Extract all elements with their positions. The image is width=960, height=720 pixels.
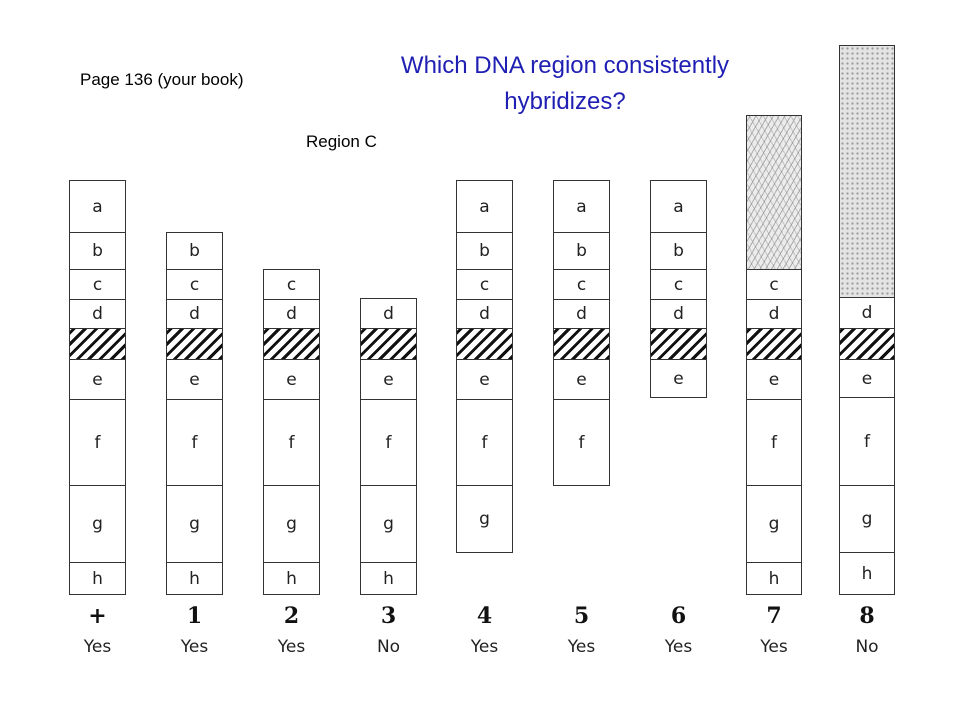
region-c: c (69, 270, 126, 300)
probe-hatched-region (456, 329, 513, 360)
column-label: 2 (283, 603, 300, 629)
hybridization-result: Yes (277, 637, 306, 657)
region-h: h (360, 563, 417, 595)
probe-hatched-region (263, 329, 320, 360)
region-g: g (839, 486, 895, 553)
region-g: g (69, 486, 126, 563)
hybridization-result: Yes (760, 637, 788, 657)
region-h: h (263, 563, 320, 595)
probe-hatched-region (650, 329, 707, 360)
region-h: h (746, 563, 802, 595)
inserted-region-block (746, 115, 802, 270)
column-label: + (88, 603, 107, 629)
region-h: h (69, 563, 126, 595)
probe-hatched-region (360, 329, 417, 360)
hybridization-result: Yes (180, 637, 209, 657)
region-b: b (69, 233, 126, 270)
probe-hatched-region (839, 329, 895, 360)
hybridization-result: No (376, 637, 401, 657)
region-g: g (456, 486, 513, 553)
region-d: d (553, 300, 610, 329)
probe-hatched-region (553, 329, 610, 360)
region-b: b (650, 233, 707, 270)
column-label: 4 (476, 603, 493, 629)
region-d: d (650, 300, 707, 329)
region-e: e (263, 360, 320, 400)
region-c: c (456, 270, 513, 300)
question-title: Which DNA region consistently hybridizes… (400, 52, 730, 115)
region-b: b (456, 233, 513, 270)
probe-hatched-region (166, 329, 223, 360)
region-e: e (69, 360, 126, 400)
column-label: 5 (573, 603, 590, 629)
column-label: 1 (186, 603, 203, 629)
region-g: g (263, 486, 320, 563)
region-f: f (69, 400, 126, 486)
region-c: c (746, 270, 802, 300)
region-f: f (263, 400, 320, 486)
region-c: c (650, 270, 707, 300)
column-label: 6 (670, 603, 687, 629)
region-c: c (166, 270, 223, 300)
region-f: f (456, 400, 513, 486)
hybridization-result: Yes (83, 637, 112, 657)
hybridization-result: No (855, 637, 879, 657)
region-f: f (839, 398, 895, 486)
region-f: f (746, 400, 802, 486)
hybridization-result: Yes (664, 637, 693, 657)
region-g: g (360, 486, 417, 563)
hybridization-result: Yes (567, 637, 596, 657)
region-e: e (746, 360, 802, 400)
region-a: a (650, 180, 707, 233)
region-f: f (553, 400, 610, 486)
region-c: c (263, 269, 320, 300)
region-a: a (69, 180, 126, 233)
region-e: e (456, 360, 513, 400)
region-f: f (360, 400, 417, 486)
column-label: 7 (766, 603, 782, 629)
region-d: d (263, 300, 320, 329)
region-a: a (456, 180, 513, 233)
region-e: e (360, 360, 417, 400)
region-d: d (746, 300, 802, 329)
region-d: d (839, 298, 895, 329)
region-e: e (553, 360, 610, 400)
region-c: c (553, 270, 610, 300)
region-e: e (839, 360, 895, 398)
hybridization-result: Yes (470, 637, 499, 657)
inserted-region-block (839, 45, 895, 298)
region-g: g (746, 486, 802, 563)
region-h: h (839, 553, 895, 595)
region-d: d (360, 298, 417, 329)
region-e: e (166, 360, 223, 400)
region-d: d (166, 300, 223, 329)
page-reference: Page 136 (your book) (80, 70, 244, 89)
answer-label: Region C (306, 132, 377, 151)
region-d: d (69, 300, 126, 329)
region-a: a (553, 180, 610, 233)
region-b: b (166, 232, 223, 270)
region-d: d (456, 300, 513, 329)
column-label: 8 (859, 603, 875, 629)
region-h: h (166, 563, 223, 595)
region-g: g (166, 486, 223, 563)
region-e: e (650, 360, 707, 398)
column-label: 3 (380, 603, 397, 629)
region-f: f (166, 400, 223, 486)
region-b: b (553, 233, 610, 270)
probe-hatched-region (69, 329, 126, 360)
probe-hatched-region (746, 329, 802, 360)
